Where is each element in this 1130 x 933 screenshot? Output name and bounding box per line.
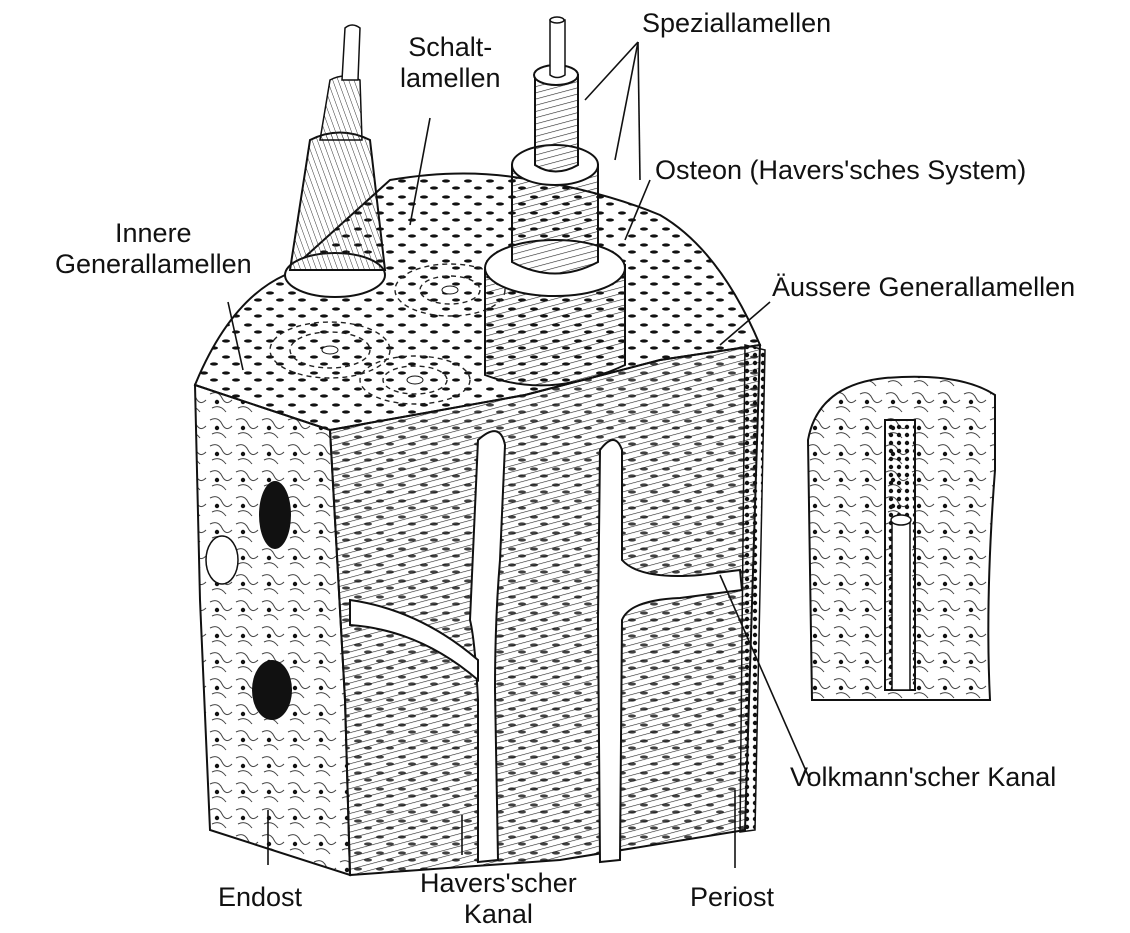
label-innere-line1: Innere	[55, 218, 252, 249]
label-schaltlamellen-line2: lamellen	[400, 63, 501, 94]
label-havers-kanal: Havers'scher Kanal	[420, 868, 577, 930]
label-havers-line2: Kanal	[420, 899, 577, 930]
schaltlamellen-bundle	[285, 25, 385, 297]
label-speziallamellen: Speziallamellen	[642, 8, 831, 39]
osteon-inset	[808, 377, 995, 700]
label-volkmann-kanal: Volkmann'scher Kanal	[790, 762, 1056, 793]
label-innere-line2: Generallamellen	[55, 249, 252, 280]
label-schaltlamellen-line1: Schalt-	[400, 32, 501, 63]
label-aeussere-generallamellen: Äussere Generallamellen	[772, 272, 1075, 303]
label-innere-generallamellen: Innere Generallamellen	[55, 218, 252, 280]
label-endost: Endost	[218, 882, 302, 913]
label-periost: Periost	[690, 882, 774, 913]
label-havers-line1: Havers'scher	[420, 868, 577, 899]
label-schaltlamellen: Schalt- lamellen	[400, 32, 501, 94]
label-osteon: Osteon (Havers'sches System)	[655, 155, 1026, 186]
bone-block	[195, 173, 765, 875]
